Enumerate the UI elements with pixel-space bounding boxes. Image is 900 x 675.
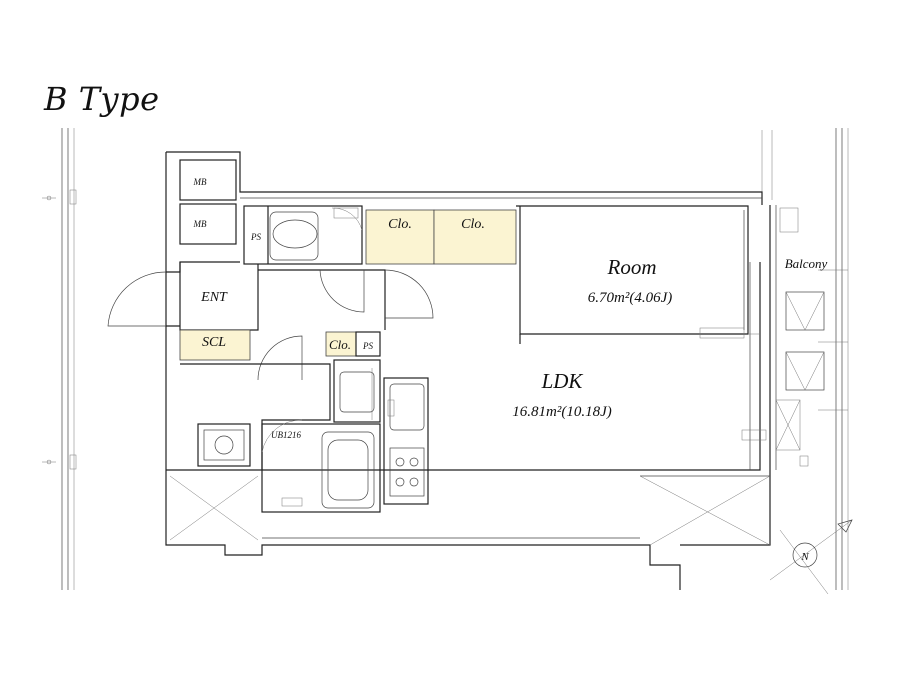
balcony — [769, 205, 848, 470]
page-title: B Type — [44, 80, 160, 118]
kitchen — [383, 377, 429, 505]
label-shoe-closet: SCL — [202, 335, 226, 350]
label-balcony: Balcony — [785, 256, 828, 271]
left-column-lines — [42, 128, 77, 590]
structure-hatch — [169, 475, 771, 546]
label-room: Room — [607, 255, 657, 279]
toilet-room — [243, 205, 363, 265]
label-room-area: 6.70m²(4.06J) — [588, 290, 672, 306]
entrance-hall — [107, 262, 434, 381]
mb-box-1 — [179, 159, 237, 201]
right-column-lines — [761, 128, 849, 590]
label-mb-1: MB — [193, 177, 207, 187]
label-entrance: ENT — [200, 290, 228, 305]
label-closet-3: Clo. — [329, 337, 351, 352]
closet-1 — [365, 209, 435, 265]
closet-2 — [433, 209, 517, 265]
label-ldk-area: 16.81m²(10.18J) — [512, 404, 611, 420]
outer-walls — [165, 151, 771, 590]
label-ldk: LDK — [541, 369, 584, 393]
compass-label: N — [800, 551, 809, 563]
label-unit-bath: UB1216 — [271, 430, 301, 440]
label-closet-1: Clo. — [388, 217, 412, 232]
north-compass: N — [769, 519, 853, 595]
mb-box-2 — [179, 203, 237, 245]
washroom — [180, 359, 381, 470]
label-ps-1: PS — [250, 232, 261, 242]
living-area-walls — [516, 205, 767, 471]
shoe-closet — [179, 329, 251, 361]
label-ps-2: PS — [362, 341, 373, 351]
label-closet-2: Clo. — [461, 217, 485, 232]
unit-bath — [261, 419, 381, 513]
label-mb-2: MB — [193, 219, 207, 229]
pipe-space-2 — [355, 331, 381, 357]
